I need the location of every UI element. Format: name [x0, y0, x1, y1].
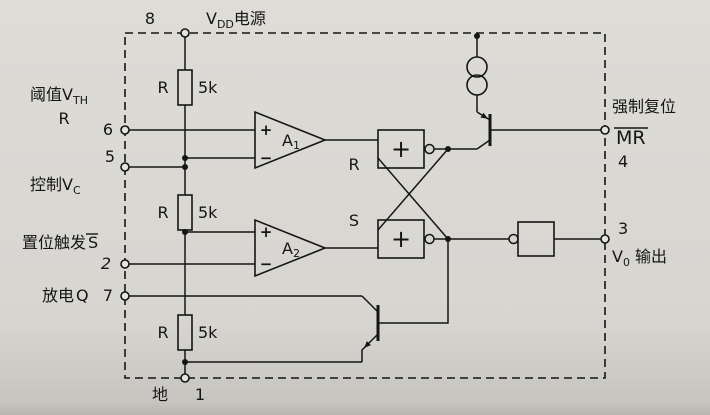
pin5-number: 5: [105, 147, 115, 166]
resistor-2-value: 5k: [198, 203, 218, 222]
mr-emitter-arrow-icon: [480, 112, 488, 119]
nor-gate-lower: [377, 219, 425, 259]
output-buffer: [508, 221, 555, 257]
junction-dot: [474, 33, 480, 39]
cross-couple-wire-1: [377, 148, 449, 231]
pin4-terminal: [600, 125, 610, 135]
a1-minus-input: −: [260, 149, 273, 167]
pin6-number: 6: [103, 120, 113, 139]
nor-gate-upper: [377, 129, 425, 169]
a2-plus-input: +: [260, 223, 273, 241]
comparator-a2-symbol: [254, 218, 328, 278]
resistor-3-value: 5k: [198, 323, 218, 342]
discharge-base-wire: [378, 239, 449, 324]
discharge-transistor-emitter: [361, 333, 379, 362]
pin3-number: 3: [618, 219, 628, 238]
pin8-terminal: [180, 28, 190, 38]
pin3-terminal: [600, 234, 610, 244]
junction-dots: [182, 33, 480, 365]
resistor-2: [177, 194, 193, 231]
resistor-2-label: R: [157, 203, 168, 222]
pin1-terminal: [180, 373, 190, 383]
ff-s-input-label: S: [349, 211, 359, 230]
junction-dot: [182, 164, 188, 170]
resistor-1: [177, 69, 193, 106]
pin7-number: 7: [103, 286, 113, 305]
comparator-a1: + − A1: [254, 110, 328, 170]
resistor-divider: R 5k R 5k R 5k: [157, 69, 218, 351]
wires: [129, 36, 601, 374]
discharge-transistor-collector: [361, 295, 379, 313]
mr-transistor-collector: [476, 139, 491, 150]
output-buffer-bubble: [508, 233, 519, 245]
comparator-a1-symbol: [254, 110, 328, 170]
comparator-a2: + − A2: [254, 218, 328, 278]
a1-label: A1: [282, 131, 300, 152]
pin4-signal: MR: [616, 127, 646, 149]
pin8-label: VDD电源: [206, 9, 266, 31]
pin1-label: 地: [152, 385, 168, 404]
nor-gate-upper-bubble: [424, 143, 435, 155]
a1-plus-input: +: [260, 121, 273, 139]
junction-dot: [182, 229, 188, 235]
a2-label: A2: [282, 239, 300, 260]
pin6-label-line2: R: [58, 109, 69, 128]
pin5-terminal: [120, 162, 130, 172]
pin4-label: 强制复位: [612, 97, 676, 116]
resistor-1-label: R: [157, 78, 168, 97]
pin2-number: 2: [101, 254, 111, 273]
ff-r-input-label: R: [348, 155, 359, 174]
nor-gate-lower-symbol: +: [391, 225, 411, 253]
pin1-number: 1: [195, 385, 205, 404]
pin7-terminal: [120, 291, 130, 301]
mr-transistor: [476, 111, 492, 150]
current-source-icon: [466, 56, 488, 78]
junction-dot: [445, 146, 451, 152]
junction-dot: [182, 359, 188, 365]
junction-dot: [445, 236, 451, 242]
rs-flipflop: R S + +: [348, 129, 435, 259]
output-buffer-box: [517, 221, 555, 257]
cross-couple-wire-2: [377, 157, 449, 240]
pin-terminals: [120, 28, 610, 383]
current-source-icon-2: [466, 74, 488, 96]
resistor-3-label: R: [157, 323, 168, 342]
discharge-transistor: [361, 295, 380, 362]
current-source: [466, 56, 488, 96]
pin5-label: 控制VC: [30, 175, 81, 197]
a2-minus-input: −: [260, 255, 273, 273]
nor-gate-upper-symbol: +: [391, 135, 411, 163]
junction-dot: [182, 155, 188, 161]
pin6-label: 阈值VTH: [30, 85, 88, 107]
pin8-number: 8: [145, 9, 155, 28]
resistor-1-value: 5k: [198, 78, 218, 97]
pin6-terminal: [120, 125, 130, 135]
ic-boundary: [124, 32, 606, 379]
resistor-3: [177, 314, 193, 351]
pin4-number: 4: [618, 152, 628, 171]
pin2-terminal: [120, 259, 130, 269]
discharge-emitter-arrow-icon: [364, 341, 371, 348]
nor-gate-lower-bubble: [424, 233, 435, 245]
